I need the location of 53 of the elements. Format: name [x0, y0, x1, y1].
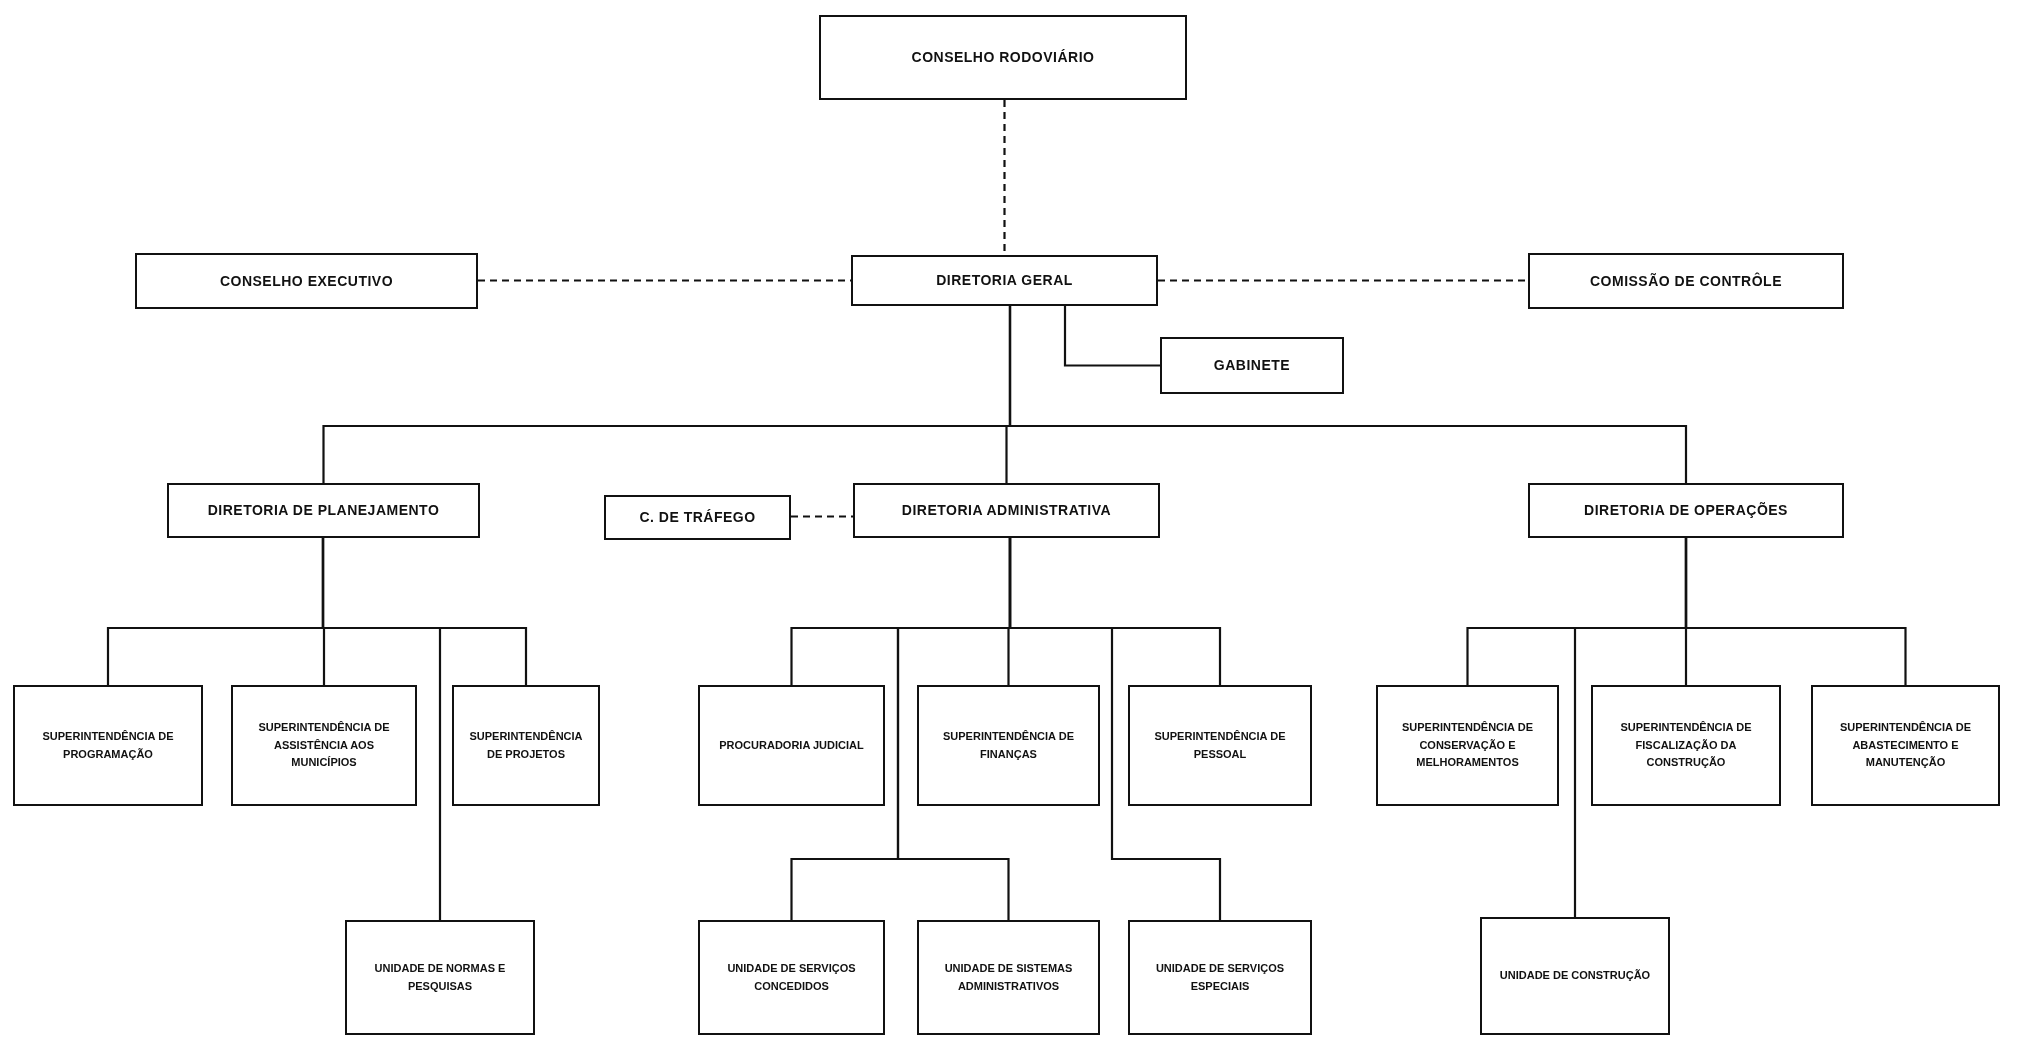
org-box: [1128, 920, 1312, 1035]
org-box: [698, 920, 885, 1035]
org-box: [1128, 685, 1312, 806]
org-box: [853, 483, 1160, 538]
box-label: UNIDADE DE SERVIÇOS ESPECIAIS: [1154, 960, 1286, 994]
box-label: UNIDADE DE SERVIÇOS CONCEDIDOS: [726, 960, 857, 994]
connector-line: [1573, 538, 1688, 917]
org-box: [13, 685, 203, 806]
box-label: COMISSÃO DE CONTRÔLE: [1590, 271, 1782, 291]
box-label: SUPERINTENDÊNCIA DE ABASTECIMENTO E MANUTENÇÃO: [1839, 720, 1972, 771]
connector-line: [1008, 306, 1688, 483]
org-box: [1160, 337, 1344, 394]
box-label: DIRETORIA DE OPERAÇÕES: [1584, 501, 1788, 520]
org-box: [819, 15, 1187, 100]
org-box: [1376, 685, 1559, 806]
box-label: GABINETE: [1213, 356, 1291, 375]
org-box: [1528, 253, 1844, 309]
connector-line: [321, 538, 442, 920]
box-label: DIRETORIA GERAL: [936, 271, 1073, 290]
box-label: C. DE TRÁFEGO: [639, 508, 756, 527]
org-box: [452, 685, 600, 806]
org-box: [345, 920, 535, 1035]
box-label: CONSELHO EXECUTIVO: [219, 271, 394, 291]
box-label: SUPERINTENDÊNCIA DE PESSOAL: [1153, 728, 1287, 762]
connector-line: [1063, 306, 1160, 367]
org-box: [135, 253, 478, 309]
box-label: DIRETORIA ADMINISTRATIVA: [901, 501, 1112, 520]
box-label: SUPERINTENDÊNCIA DE ASSISTÊNCIA AOS MUNICÍPIOS: [257, 720, 391, 771]
box-label: UNIDADE DE SISTEMAS ADMINISTRATIVOS: [943, 960, 1074, 994]
box-label: SUPERINTENDÊNCIA DE PROGRAMAÇÃO: [41, 728, 175, 762]
org-box: [851, 255, 1158, 306]
box-label: CONSELHO RODOVIÁRIO: [911, 48, 1095, 67]
box-label: SUPERINTENDÊNCIA DE FISCALIZAÇÃO DA CONSTRUÇÃO: [1619, 720, 1753, 771]
org-box: [917, 920, 1100, 1035]
org-box: [917, 685, 1100, 806]
dashed-connector: [791, 515, 853, 518]
org-box: [604, 495, 791, 540]
org-box: [1480, 917, 1670, 1035]
org-box: [1528, 483, 1844, 538]
dashed-connector: [1158, 279, 1528, 282]
box-label: SUPERINTENDÊNCIA DE FINANÇAS: [942, 728, 1075, 762]
box-label: DIRETORIA DE PLANEJAMENTO: [207, 501, 440, 520]
org-box: [698, 685, 885, 806]
org-box: [1591, 685, 1781, 806]
box-label: UNIDADE DE CONSTRUÇÃO: [1499, 968, 1651, 984]
org-box: [231, 685, 417, 806]
connector-line: [1008, 538, 1222, 920]
org-box: [167, 483, 480, 538]
box-label: SUPERINTENDÊNCIA DE PROJETOS: [468, 728, 584, 762]
org-box: [1811, 685, 2000, 806]
box-label: PROCURADORIA JUDICIAL: [719, 737, 864, 753]
box-label: SUPERINTENDÊNCIA DE CONSERVAÇÃO E MELHORAMENTOS: [1401, 720, 1534, 771]
box-label: UNIDADE DE NORMAS E PESQUISAS: [373, 960, 507, 994]
